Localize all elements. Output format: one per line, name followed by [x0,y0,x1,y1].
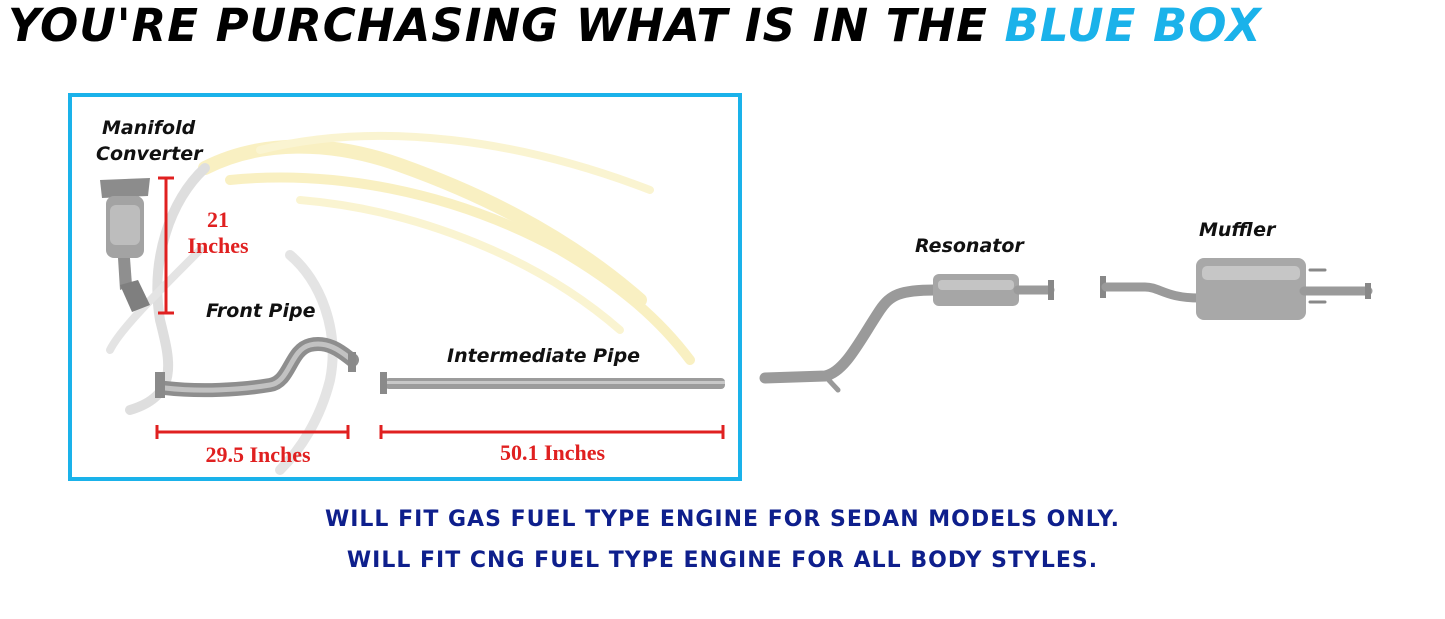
headline: YOU'RE PURCHASING WHAT IS IN THE BLUE BO… [8,0,1438,54]
fitment-note-line1: WILL FIT GAS FUEL TYPE ENGINE FOR SEDAN … [324,507,1121,532]
manifold-label-line1: Manifold [102,117,196,139]
front-pipe-measure-label: 29.5 Inches [205,442,311,467]
manifold-measure-unit: Inches [187,233,249,258]
front-pipe-icon [155,337,359,398]
intermediate-pipe-label: Intermediate Pipe [447,345,641,367]
fitment-note-line2: WILL FIT CNG FUEL TYPE ENGINE FOR ALL BO… [346,548,1099,573]
front-pipe-label: Front Pipe [206,300,316,322]
resonator-icon [759,274,1055,393]
muffler-label: Muffler [1199,219,1276,241]
headline-text: YOU'RE PURCHASING WHAT IS IN THE [8,0,1005,52]
muffler-icon [1100,258,1373,320]
front-pipe-measure-line [155,425,350,439]
headline-highlight: BLUE BOX [1004,0,1262,52]
intermediate-pipe-measure-label: 50.1 Inches [499,440,606,465]
intermediate-pipe-icon [380,372,725,394]
manifold-measure-value: 21 [207,207,229,232]
manifold-label-line2: Converter [96,143,203,165]
manifold-converter-icon [100,178,150,312]
horse-watermark-icon [106,131,695,475]
blue-box-outline [68,93,742,481]
resonator-label: Resonator [915,235,1024,257]
intermediate-pipe-measure-line [379,425,725,439]
manifold-measure-line [158,176,174,315]
